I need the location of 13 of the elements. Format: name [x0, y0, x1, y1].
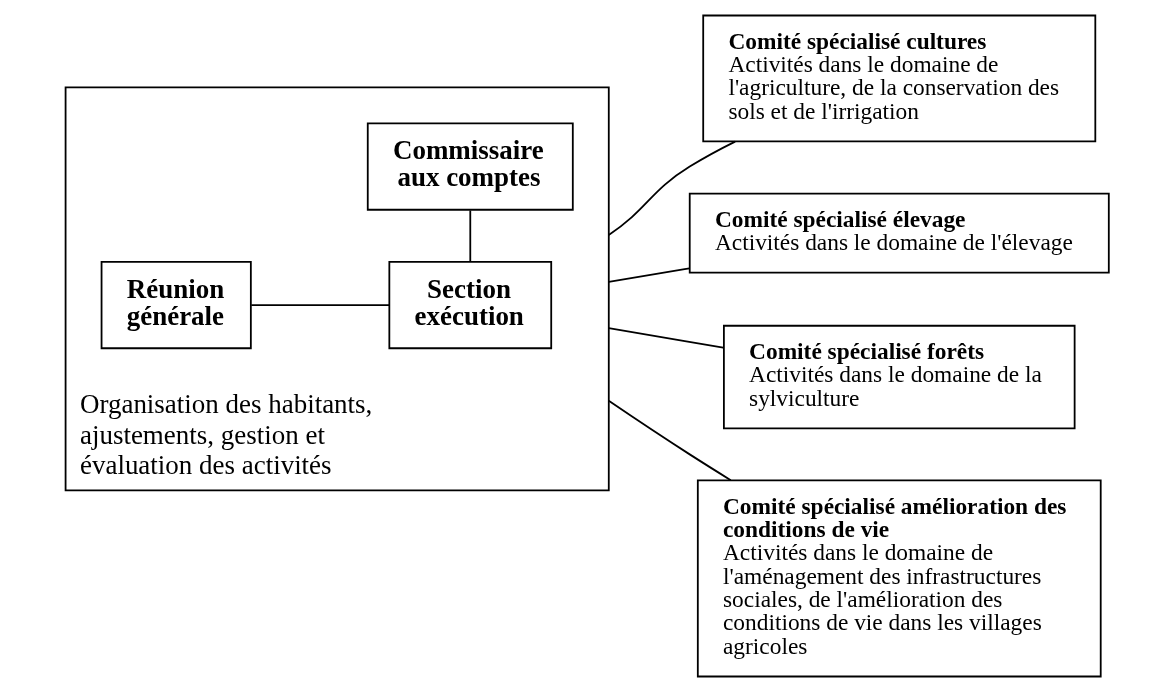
node-box: Comité spécialisé amélioration des conditions de vie Activités dans le domaine de l'aménagement des infrastructures sociales, de l'amélioration des conditions de vie dans les villages agricoles	[696, 479, 1102, 678]
node-box: Commissaire aux comptes	[366, 122, 574, 211]
connector	[607, 399, 732, 482]
node-box: Comité spécialisé forêts Activités dans le domaine de la sylviculture	[722, 324, 1076, 430]
node-box: Comité spécialisé cultures Activités dans le domaine de l'agriculture, de la conservation des sols et de l'irrigation	[701, 14, 1096, 143]
node-box: Comité spécialisé élevage Activités dans le domaine de l'élevage	[688, 192, 1110, 274]
node-box: Section exécution	[387, 261, 552, 350]
connector	[468, 209, 471, 263]
node-box: Réunion générale	[100, 261, 252, 350]
connector	[607, 267, 690, 283]
connector	[607, 140, 736, 236]
connector	[607, 327, 724, 349]
connector	[249, 304, 390, 306]
